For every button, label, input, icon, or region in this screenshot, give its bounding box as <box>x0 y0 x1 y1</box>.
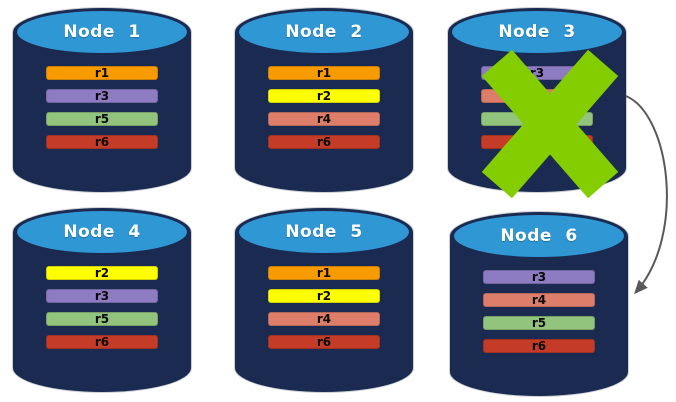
db-node-4: Node 4 r2 r3 r5 r6 <box>13 208 191 392</box>
node-cylinder-cap: Node 1 <box>17 11 187 53</box>
node-label: Node 4 <box>63 222 141 242</box>
replica-bar-r6: r6 <box>46 335 158 349</box>
replica-bar-r2: r2 <box>268 89 380 103</box>
replica-bar-r1: r1 <box>268 66 380 80</box>
replica-bar-r3: r3 <box>483 270 595 284</box>
replica-bar-r5: r5 <box>46 112 158 126</box>
db-node-2: Node 2 r1 r2 r4 r6 <box>235 8 413 192</box>
replica-bar-r2: r2 <box>46 266 158 280</box>
replica-bar-r2: r2 <box>268 289 380 303</box>
replica-list: r3 r4 r5 r6 <box>450 270 628 353</box>
node-label: Node 5 <box>285 222 363 242</box>
node-cylinder-cap: Node 5 <box>239 211 409 253</box>
node-label: Node 1 <box>63 22 141 42</box>
node-label: Node 3 <box>498 22 576 42</box>
replica-bar-r4: r4 <box>483 293 595 307</box>
replica-bar-r1: r1 <box>268 266 380 280</box>
replica-list: r2 r3 r5 r6 <box>13 266 191 349</box>
db-node-1: Node 1 r1 r3 r5 r6 <box>13 8 191 192</box>
db-node-5: Node 5 r1 r2 r4 r6 <box>235 208 413 392</box>
replica-list: r1 r2 r4 r6 <box>235 66 413 149</box>
node-cylinder-cap: Node 6 <box>454 215 624 257</box>
node-cylinder-cap: Node 2 <box>239 11 409 53</box>
replica-bar-r3: r3 <box>46 89 158 103</box>
replica-bar-r5: r5 <box>483 316 595 330</box>
arrow-curve <box>625 95 668 295</box>
node-cylinder-cap: Node 4 <box>17 211 187 253</box>
replica-list: r1 r3 r5 r6 <box>13 66 191 149</box>
replica-list: r1 r2 r4 r6 <box>235 266 413 349</box>
db-node-6: Node 6 r3 r4 r5 r6 <box>450 212 628 396</box>
replica-bar-r5: r5 <box>46 312 158 326</box>
replica-bar-r4: r4 <box>268 112 380 126</box>
replica-bar-r1: r1 <box>46 66 158 80</box>
node-cylinder-cap: Node 3 <box>452 11 622 53</box>
replica-bar-r4: r4 <box>268 312 380 326</box>
replica-bar-r6: r6 <box>483 339 595 353</box>
replica-bar-r3: r3 <box>46 289 158 303</box>
replica-bar-r6: r6 <box>268 335 380 349</box>
node-label: Node 2 <box>285 22 363 42</box>
node-label: Node 6 <box>500 226 578 246</box>
replica-bar-r6: r6 <box>46 135 158 149</box>
replica-bar-r6: r6 <box>268 135 380 149</box>
